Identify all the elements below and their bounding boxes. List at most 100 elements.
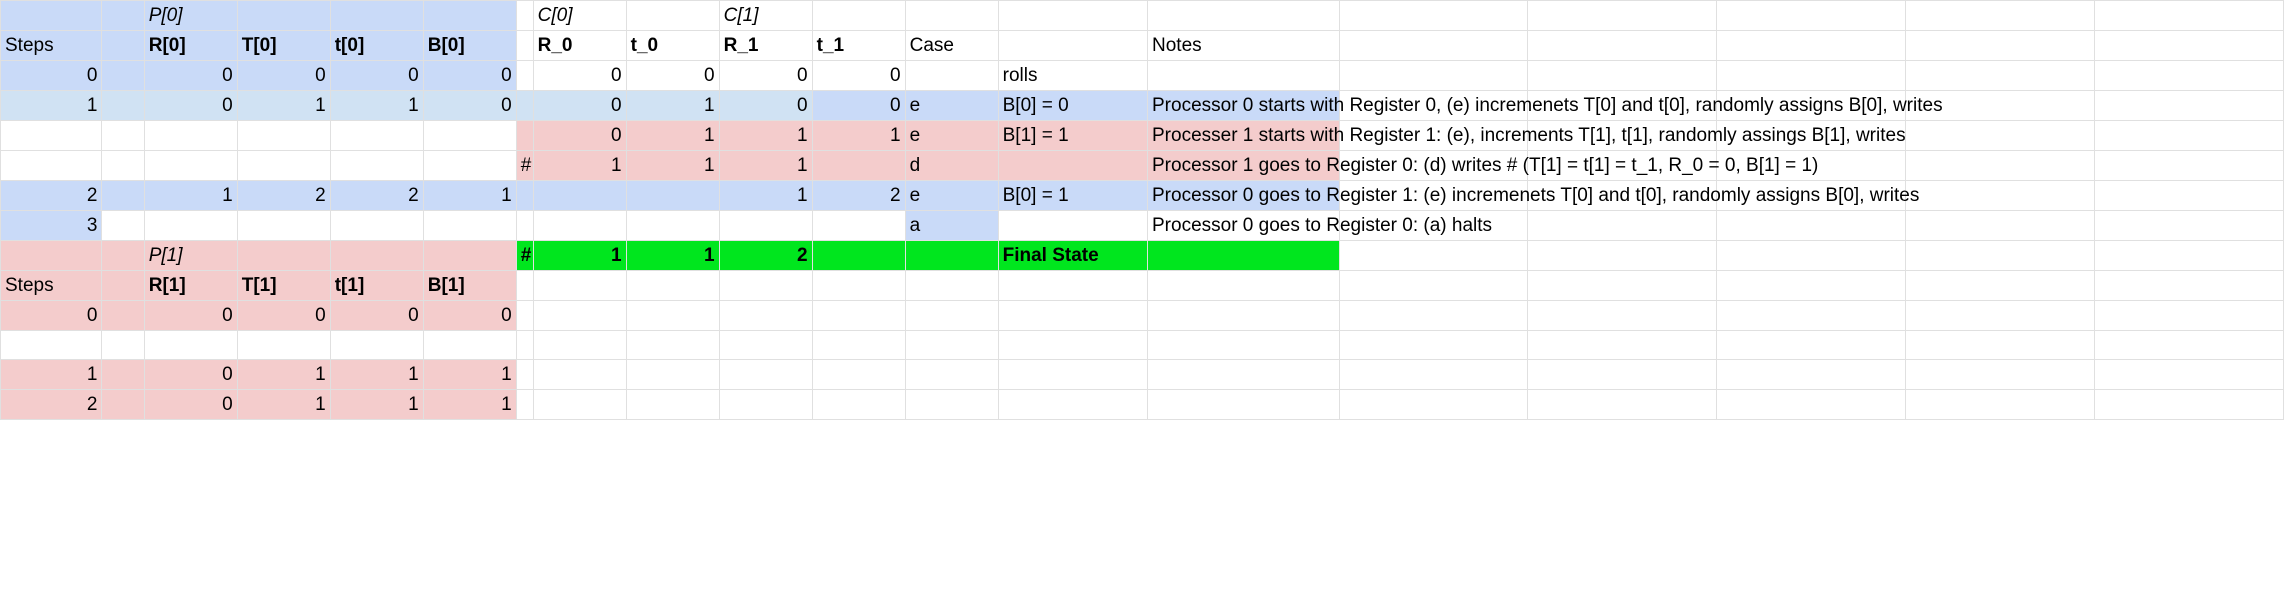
cell-t[interactable]: 0 [329, 300, 424, 331]
cell-cr1[interactable]: 1 [718, 150, 813, 181]
cell-sub[interactable] [997, 0, 1149, 31]
cell-tail[interactable] [1338, 300, 1529, 331]
final-state-spacer[interactable] [811, 240, 906, 271]
cell-ct0[interactable] [625, 330, 720, 360]
cell-t[interactable]: 1 [329, 90, 424, 121]
cell-sub[interactable]: B[0] = 0 [997, 90, 1149, 121]
cell-tail[interactable] [1527, 180, 1718, 211]
cell-gap1[interactable] [101, 30, 145, 61]
cell-ct1[interactable] [811, 300, 906, 331]
header-notes[interactable]: Notes [1147, 30, 1340, 61]
cell-tail[interactable] [1338, 60, 1529, 91]
cell-steps[interactable] [0, 240, 103, 271]
cell-notes[interactable]: Processor 0 goes to Register 0: (a) halt… [1147, 210, 1492, 241]
cell-tail[interactable] [1338, 389, 1529, 420]
cell-T[interactable]: 2 [236, 180, 331, 211]
cell-cr0[interactable] [532, 300, 627, 331]
cell-ct0[interactable] [625, 359, 720, 390]
cell-cr1[interactable]: 0 [718, 60, 813, 91]
cell-sub[interactable]: rolls [997, 60, 1149, 91]
cell-gap2[interactable] [515, 180, 534, 211]
cell-R[interactable]: 0 [143, 90, 238, 121]
cell-tail[interactable] [1338, 359, 1529, 390]
cell-R[interactable]: 0 [143, 60, 238, 91]
cell-cr1[interactable] [718, 389, 813, 420]
cell-ct1[interactable] [811, 210, 906, 241]
cell-tail[interactable] [1905, 359, 2095, 390]
cell-sub[interactable] [997, 150, 1149, 181]
cell-cr0[interactable] [532, 389, 627, 420]
cell-ct0[interactable] [625, 180, 720, 211]
cell-case[interactable] [904, 359, 999, 390]
cell-case[interactable]: e [904, 90, 999, 121]
cell-sub[interactable] [997, 330, 1149, 360]
header-R1[interactable]: R[1] [143, 270, 238, 301]
header-reg-R0[interactable]: R_0 [532, 30, 627, 61]
cell-tail[interactable] [2093, 120, 2284, 151]
cell-tail[interactable] [1338, 240, 1529, 271]
cell-steps[interactable]: 2 [0, 180, 103, 211]
cell-tail[interactable] [1527, 270, 1718, 301]
final-state-label[interactable]: Final State [997, 240, 1149, 271]
cell-case[interactable]: e [904, 180, 999, 211]
cell-tail[interactable] [1527, 90, 1718, 121]
cell-sub[interactable] [997, 210, 1149, 241]
cell-tail[interactable] [1338, 210, 1529, 241]
header-B0[interactable]: B[0] [422, 30, 517, 61]
cell-tail[interactable] [2093, 330, 2284, 360]
final-state-cr1[interactable]: 1 [625, 240, 720, 271]
cell-gap2[interactable] [515, 300, 534, 331]
cell-notes[interactable] [1147, 330, 1340, 360]
cell-gap1[interactable] [101, 300, 145, 331]
cell-tail[interactable] [1338, 150, 1529, 181]
cell-tail[interactable] [1716, 180, 1907, 211]
cell-steps[interactable]: 3 [0, 210, 103, 241]
cell-t[interactable] [329, 120, 424, 151]
group-label-p1[interactable]: P[1] [143, 240, 238, 271]
cell-tail[interactable] [2093, 90, 2284, 121]
cell-case[interactable] [904, 60, 999, 91]
header-t1[interactable]: t[1] [329, 270, 424, 301]
header-T1[interactable]: T[1] [236, 270, 331, 301]
cell-gap1[interactable] [101, 270, 145, 301]
cell-tail[interactable] [2093, 240, 2284, 271]
cell-ct0[interactable]: 0 [625, 60, 720, 91]
cell-tail[interactable] [1338, 270, 1529, 301]
cell-case[interactable]: e [904, 120, 999, 151]
cell-tail[interactable] [1716, 0, 1907, 31]
cell-tail[interactable] [1527, 389, 1718, 420]
cell-cr1[interactable] [718, 210, 813, 241]
cell-notes[interactable] [1147, 60, 1340, 91]
cell-gap2[interactable] [515, 359, 534, 390]
cell-t[interactable] [329, 330, 424, 360]
cell-T[interactable]: 0 [236, 300, 331, 331]
cell-R[interactable]: 0 [143, 359, 238, 390]
cell-R[interactable] [143, 330, 238, 360]
cell-case[interactable]: d [904, 150, 999, 181]
cell-tail[interactable] [1905, 330, 2095, 360]
cell-B[interactable] [422, 0, 517, 31]
cell-sub[interactable]: B[1] = 1 [997, 120, 1149, 151]
cell-cr0[interactable]: 0 [532, 120, 627, 151]
cell-t[interactable]: 1 [329, 389, 424, 420]
cell-notes[interactable]: Processor 1 goes to Register 0: (d) writ… [1147, 150, 1818, 181]
cell-B[interactable]: 1 [422, 359, 517, 390]
cell-tail[interactable] [1716, 240, 1907, 271]
cell-B[interactable] [422, 210, 517, 241]
cell-tail[interactable] [1716, 90, 1907, 121]
cell-case[interactable] [904, 389, 999, 420]
cell-tail[interactable] [1527, 150, 1718, 181]
cell-T[interactable] [236, 150, 331, 181]
cell-cr0[interactable] [532, 180, 627, 211]
cell-R[interactable]: 1 [143, 180, 238, 211]
cell-tail[interactable] [1527, 210, 1718, 241]
cell-tail[interactable] [1527, 30, 1718, 61]
cell-B[interactable] [422, 120, 517, 151]
cell-case[interactable] [904, 240, 999, 271]
cell-B[interactable]: 0 [422, 90, 517, 121]
cell-tail[interactable] [1527, 330, 1718, 360]
cell-gap2-hash[interactable]: # [515, 150, 534, 181]
cell-tail[interactable] [1716, 120, 1907, 151]
cell-tail[interactable] [1905, 120, 2095, 151]
cell-cr1[interactable] [718, 330, 813, 360]
